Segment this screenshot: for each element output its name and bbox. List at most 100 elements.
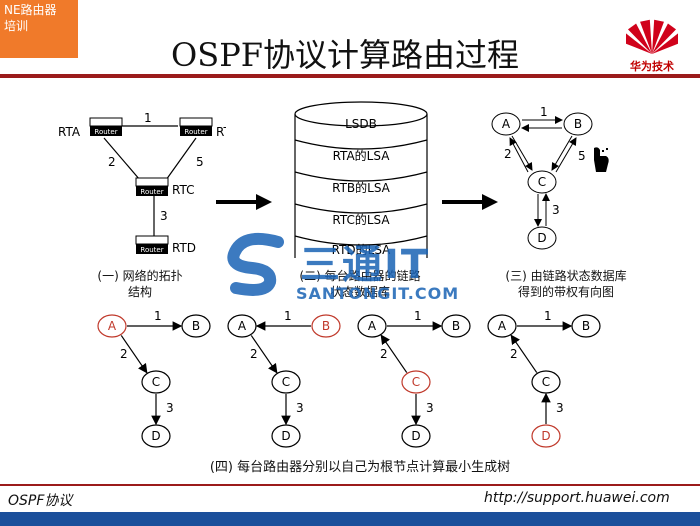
topology-caption-line-1: (一) 网络的拓扑 bbox=[97, 269, 183, 283]
cost-b-c: 5 bbox=[196, 155, 204, 169]
spf-node bbox=[271, 370, 301, 394]
spf-node-label: A bbox=[238, 319, 247, 333]
spf-node-label: C bbox=[542, 375, 550, 389]
spf-node-label: A bbox=[498, 319, 507, 333]
cost-a-b: 1 bbox=[144, 111, 152, 125]
graph-caption-line-1: (三) 由链路状态数据库 bbox=[505, 269, 627, 283]
watermark-url: SANTONGIT.COM bbox=[296, 284, 460, 303]
spf-node bbox=[487, 314, 517, 338]
router-name-rtd: RTD bbox=[172, 241, 196, 255]
arrow-right-icon bbox=[442, 194, 498, 210]
spf-node-label: C bbox=[152, 375, 160, 389]
slide-title: OSPF协议计算路由过程 bbox=[171, 36, 519, 74]
arrow-right-icon bbox=[216, 194, 272, 210]
router-label: Router bbox=[184, 128, 207, 136]
lsdb-row: RTC的LSA bbox=[332, 212, 390, 227]
spf-node bbox=[141, 424, 171, 448]
spf-root-node bbox=[531, 424, 561, 448]
watermark-text: 三通IT bbox=[300, 242, 431, 288]
cost-c-d: 3 bbox=[160, 209, 168, 223]
spf-node bbox=[531, 370, 561, 394]
spf-edge-cost: 1 bbox=[154, 309, 162, 323]
spf-node-label: C bbox=[282, 375, 290, 389]
spf-node bbox=[271, 424, 301, 448]
spf-node-label: B bbox=[452, 319, 460, 333]
spf-node bbox=[571, 314, 601, 338]
router-rtb-icon: Router bbox=[179, 117, 213, 136]
lsdb-caption: (二) 每台路由器的链路 状态数据库 bbox=[270, 268, 450, 300]
spf-edge-a-c bbox=[120, 335, 148, 374]
spf-root-node bbox=[97, 314, 127, 338]
router-rtd-icon: Router bbox=[135, 235, 169, 254]
watermark-logo-icon bbox=[227, 233, 284, 296]
graph-node-b bbox=[563, 112, 593, 136]
spf-node-label: A bbox=[108, 319, 117, 333]
footer-divider bbox=[0, 484, 700, 486]
spf-edge-cost: 2 bbox=[380, 347, 388, 361]
spf-edge-cost: 3 bbox=[296, 401, 304, 415]
graph-node-a bbox=[491, 112, 521, 136]
router-label: Router bbox=[140, 246, 163, 254]
graph-node-d bbox=[527, 226, 557, 250]
footer-left-text: OSPF协议 bbox=[8, 493, 73, 509]
corner-label: NE路由器 培训 bbox=[0, 0, 78, 58]
lsdb-caption-line-1: (二) 每台路由器的链路 bbox=[299, 269, 421, 283]
topology-diagram: Router Router Router Router RTA RTB RTC … bbox=[58, 111, 226, 255]
router-name-rta: RTA bbox=[58, 125, 81, 139]
spf-edge-cost: 2 bbox=[510, 347, 518, 361]
router-label: Router bbox=[94, 128, 117, 136]
router-rtc-icon: Router bbox=[135, 177, 169, 196]
spf-node-label: C bbox=[412, 375, 420, 389]
router-name-rtc: RTC bbox=[172, 183, 194, 197]
graph-cost-b-c: 5 bbox=[578, 149, 586, 163]
spf-node-label: D bbox=[411, 429, 420, 443]
spf-tree-c: 2 1 3 A B C D bbox=[357, 309, 471, 448]
lsdb-row-header: LSDB bbox=[345, 117, 377, 131]
spf-edge-a-c bbox=[250, 335, 278, 374]
footer-url: http://support.huawei.com bbox=[484, 490, 670, 506]
bottom-band bbox=[0, 512, 700, 526]
lsdb-cylinder: LSDB RTA的LSA RTB的LSA RTC的LSA RTD的LSA bbox=[294, 101, 428, 258]
spf-root-node bbox=[401, 370, 431, 394]
spf-node-label: A bbox=[368, 319, 377, 333]
huawei-logo-icon bbox=[626, 19, 678, 54]
spf-node-label: D bbox=[151, 429, 160, 443]
spf-edge-cost: 2 bbox=[250, 347, 258, 361]
spf-edge-cost: 1 bbox=[414, 309, 422, 323]
spf-node bbox=[227, 314, 257, 338]
spf-edge-c-a bbox=[510, 334, 538, 373]
graph-caption-line-2: 得到的带权有向图 bbox=[517, 285, 614, 299]
lsdb-row: RTD的LSA bbox=[332, 242, 392, 257]
spf-node bbox=[141, 370, 171, 394]
spf-root-node bbox=[311, 314, 341, 338]
spf-node bbox=[357, 314, 387, 338]
graph-node-b-label: B bbox=[574, 117, 582, 131]
link-a-c bbox=[103, 137, 141, 181]
hand-cursor-icon bbox=[594, 147, 609, 172]
topology-caption-line-2: 结构 bbox=[127, 285, 152, 299]
graph-cost-a-c: 2 bbox=[504, 147, 512, 161]
link-b-c bbox=[165, 137, 197, 181]
logo-text: 华为技术 bbox=[630, 60, 674, 73]
lsdb-caption-line-2: 状态数据库 bbox=[329, 285, 390, 299]
spf-node-label: D bbox=[541, 429, 550, 443]
graph-node-d-label: D bbox=[537, 231, 546, 245]
spf-edge-cost: 3 bbox=[426, 401, 434, 415]
router-label: Router bbox=[140, 188, 163, 196]
cost-a-c: 2 bbox=[108, 155, 116, 169]
spf-edge-c-a bbox=[380, 334, 408, 373]
graph-caption: (三) 由链路状态数据库 得到的带权有向图 bbox=[476, 268, 656, 300]
spf-edge-cost: 1 bbox=[284, 309, 292, 323]
graph-node-c-label: C bbox=[538, 175, 546, 189]
router-name-rtb: RTB bbox=[216, 125, 226, 139]
spf-node-label: B bbox=[322, 319, 330, 333]
spf-edge-cost: 2 bbox=[120, 347, 128, 361]
spf-edge-cost: 1 bbox=[544, 309, 552, 323]
spf-node-label: B bbox=[192, 319, 200, 333]
graph-node-a-label: A bbox=[502, 117, 511, 131]
